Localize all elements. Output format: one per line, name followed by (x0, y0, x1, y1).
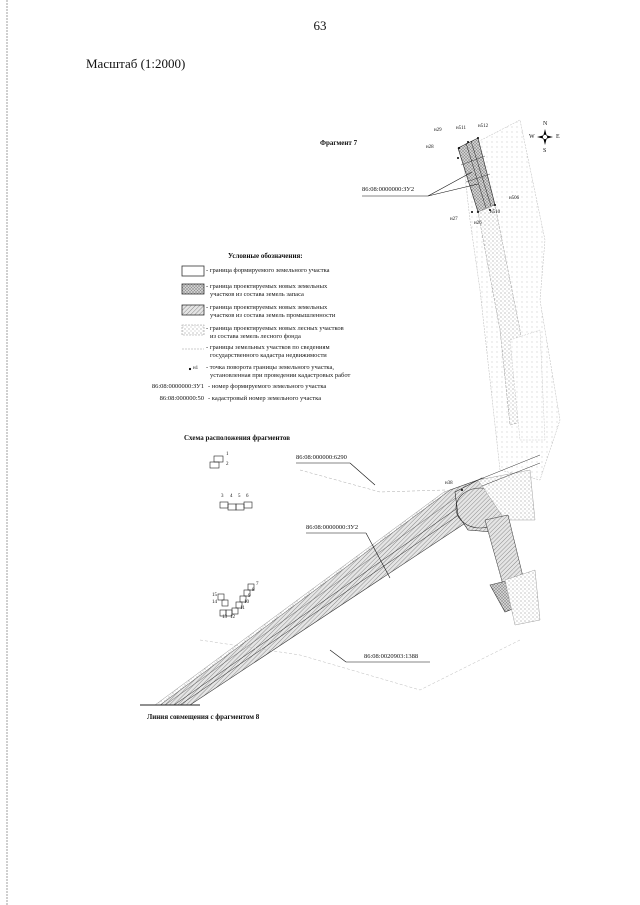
legend-text: - номер формируемого земельного участка (208, 383, 327, 390)
legend-row-2: - граница проектируемых новых земельных … (206, 283, 327, 298)
legend-row-3: - граница проектируемых новых земельных … (206, 304, 335, 319)
scale-label: Масштаб (1:2000) (86, 56, 186, 71)
corner-points (457, 137, 496, 491)
page-number: 63 (313, 18, 327, 33)
schema-num: 13 (222, 615, 227, 620)
callout-zu2-top: 86:08:0000000:ЗУ2 (362, 186, 415, 193)
fragment-schema (209, 455, 255, 617)
legend-text: - границы земельных участков по сведения… (206, 344, 330, 351)
schema-num: 12 (230, 615, 235, 620)
compass-rose-icon (537, 129, 553, 145)
legend-row-8: - кадастровый номер земельного участка (208, 395, 321, 403)
schema-num: 15 (212, 593, 217, 598)
point-label: н28 (426, 145, 434, 150)
schema-num: 3 (221, 494, 224, 499)
legend-code-1: 86:08:0000000:ЗУ1 (151, 383, 204, 390)
compass-w: W (529, 134, 535, 140)
legend-text-2: участков из состава земель промышленност… (210, 311, 336, 319)
schema-num: 5 (238, 494, 241, 499)
legend-text: - граница проектируемых новых земельных (206, 304, 328, 311)
schema-title: Схема расположения фрагментов (184, 434, 291, 442)
schema-num: 4 (230, 494, 233, 499)
legend-text: - кадастровый номер земельного участка (208, 395, 322, 402)
bottom-title: Линия совмещения с фрагментом 8 (147, 713, 260, 721)
legend-symbols (181, 265, 205, 371)
schema-num: 14 (212, 600, 217, 605)
schema-num: 2 (226, 462, 229, 467)
legend-row-1: - граница формируемого земельного участк… (206, 267, 330, 275)
legend-text: - граница проектируемых новых лесных уча… (206, 325, 344, 332)
fragment-title: Фрагмент 7 (320, 139, 358, 147)
legend-row-5: - границы земельных участков по сведения… (206, 344, 330, 359)
legend-text: - граница формируемого земельного участк… (206, 267, 330, 274)
schema-num: 6 (246, 494, 249, 499)
callout-zu2-bottom: 86:08:0000000:ЗУ2 (306, 524, 359, 531)
schema-num: 7 (256, 582, 259, 587)
legend-row-4: - граница проектируемых новых лесных уча… (206, 325, 344, 340)
point-label: н512 (478, 124, 489, 129)
compass-e: E (556, 134, 560, 140)
schema-num: 8 (252, 588, 255, 593)
legend-row-6: - точка поворота границы земельного учас… (206, 364, 350, 379)
legend-text-2: установленная при проведении кадастровых… (210, 371, 351, 379)
legend-text: - точка поворота границы земельного учас… (206, 364, 335, 371)
legend-text: - граница проектируемых новых земельных (206, 283, 328, 290)
point-label: н29 (434, 128, 442, 133)
point-label: н27 (450, 217, 458, 222)
main-corridor (159, 479, 479, 706)
point-label: н38 (445, 481, 453, 486)
schema-num: 11 (240, 606, 245, 611)
schema-num: 10 (244, 600, 249, 605)
callout-parcel-1388: 86:08:0020903:1388 (364, 653, 419, 660)
point-label: н511 (456, 126, 466, 131)
legend-code-2: 86:08:000000:50 (159, 395, 204, 402)
point-label: н26 (474, 221, 482, 226)
schema-num: 9 (248, 594, 251, 599)
legend-title: Условные обозначения: (228, 252, 303, 260)
point-label: н506 (509, 196, 520, 201)
compass-s: S (543, 148, 547, 154)
callout-parcel-6290: 86:08:000000:6290 (296, 454, 347, 461)
schema-num: 1 (226, 452, 229, 457)
point-label: н510 (490, 210, 501, 215)
legend-row-7: - номер формируемого земельного участка (208, 383, 326, 391)
legend-text-2: из состава земель лесного фонда (210, 332, 301, 340)
legend-text-2: государственного кадастра недвижимости (210, 351, 327, 359)
legend-point-symbol: н1 (193, 366, 199, 371)
compass-n: N (543, 121, 548, 127)
legend-text-2: участков из состава земель запаса (210, 290, 304, 298)
